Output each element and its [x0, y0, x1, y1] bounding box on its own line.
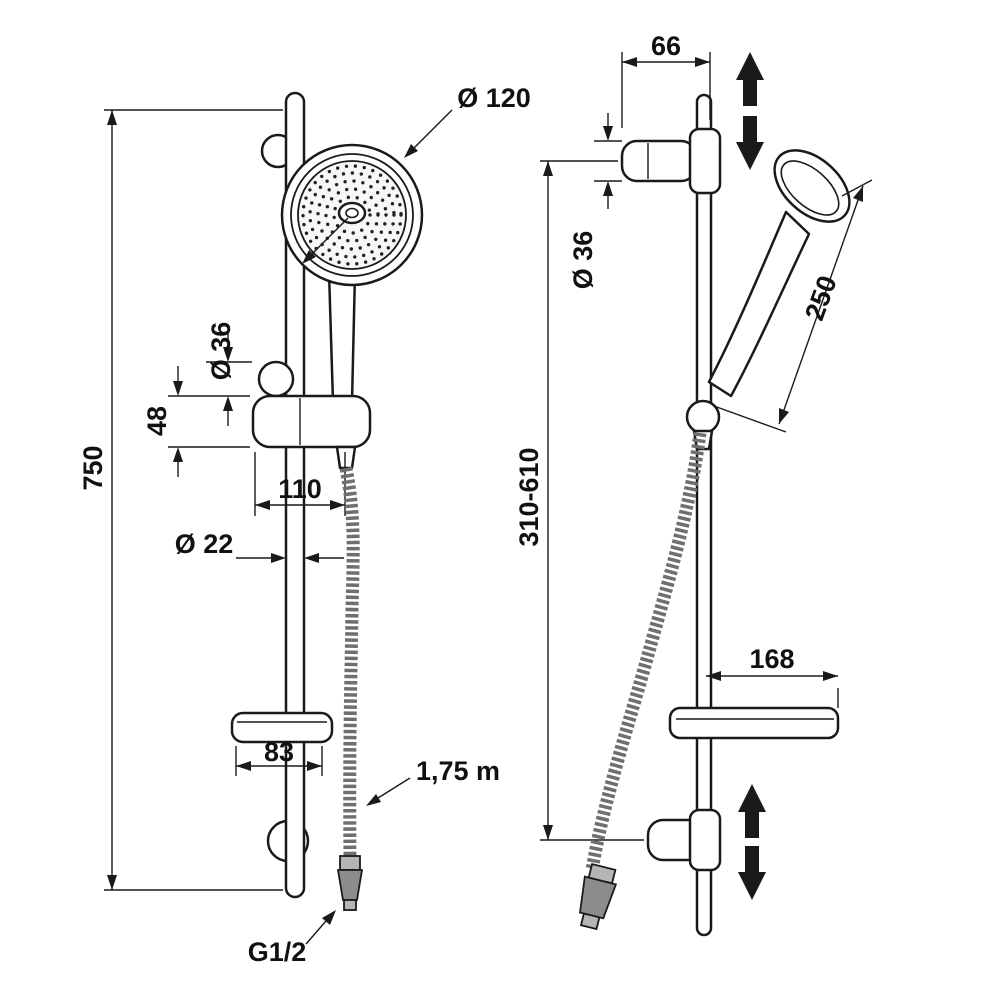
dim-arrow-icon	[173, 447, 183, 462]
dim-arrow-icon	[603, 181, 613, 196]
dim-dish-width-label: 83	[264, 737, 294, 767]
dim-arrow-icon	[304, 553, 319, 563]
dim-arrow-icon	[223, 347, 233, 362]
dim-arrow-icon	[223, 396, 233, 411]
adjust-down-arrow-top-icon	[736, 116, 764, 170]
soap-dish-side	[668, 706, 840, 740]
dim-arrow-icon	[823, 671, 838, 681]
hose-connector-front	[336, 855, 364, 911]
hose-connector-side	[579, 862, 618, 931]
bracket-rail-clamp	[688, 127, 722, 195]
handshower-handle-front	[327, 270, 357, 404]
dim-bracket-diameter-label: Ø 36	[568, 231, 598, 290]
dim-bracket-width: 66	[621, 31, 711, 128]
dim-holder-height: 48	[142, 366, 250, 477]
dim-rail-length: 750	[78, 109, 283, 891]
adjust-down-arrow-bottom-icon	[738, 846, 766, 900]
dim-holder-offset: 110	[254, 452, 346, 516]
dim-arrow-icon	[543, 161, 553, 176]
dim-head-diameter: Ø 120	[302, 83, 531, 264]
dim-bracket-diameter: Ø 36	[568, 113, 622, 289]
dim-arrow-icon	[307, 761, 322, 771]
adjust-up-arrow-top-icon	[736, 52, 764, 106]
dim-bracket-width-label: 66	[651, 31, 681, 61]
shower-head-side	[773, 149, 851, 223]
handshower-handle-side	[707, 210, 811, 398]
dim-rail-diameter-label: Ø 22	[175, 529, 234, 559]
handshower-side	[707, 149, 851, 398]
leader-arrow-icon	[302, 250, 316, 264]
side-view: 66 Ø 36 250 310-610	[514, 31, 873, 937]
dim-arrow-icon	[853, 186, 863, 202]
dim-arrow-icon	[236, 761, 251, 771]
dim-holder-diameter-label: Ø 36	[206, 322, 236, 381]
dim-head-diameter-label: Ø 120	[457, 83, 531, 113]
shower-hose-front	[339, 466, 360, 859]
dim-arrow-icon	[706, 671, 721, 681]
leader-arrow-icon	[322, 910, 336, 925]
handle-hose-connector-front	[335, 445, 357, 470]
connector-nut	[579, 875, 618, 920]
dim-dish-width: 83	[235, 737, 323, 776]
holder-knob-front	[257, 360, 295, 398]
dim-arrow-icon	[173, 381, 183, 396]
dim-arrow-icon	[330, 500, 345, 510]
leader-arrow-icon	[404, 144, 418, 158]
spray-center	[337, 201, 367, 225]
wall-bracket-bottom	[646, 808, 722, 872]
dim-dish-depth: 168	[706, 644, 839, 708]
dim-handshower-length-label: 250	[799, 272, 843, 325]
shower-hose-side	[585, 432, 707, 872]
slide-rail-front	[284, 91, 306, 899]
connector-nut	[336, 869, 364, 901]
front-view: Ø 120 Ø 36 48 110	[78, 83, 531, 967]
adjust-up-arrow-bottom-icon	[738, 784, 766, 838]
dim-arrow-icon	[255, 500, 270, 510]
dim-rail-length-label: 750	[78, 445, 108, 490]
dim-thread-label: G1/2	[248, 937, 307, 967]
dim-arrow-icon	[271, 553, 286, 563]
dim-adjust-range: 310-610	[514, 160, 644, 841]
dim-hose-length-label: 1,75 m	[416, 756, 500, 786]
dim-adjust-range-label: 310-610	[514, 447, 544, 546]
dim-holder-offset-label: 110	[278, 474, 322, 504]
leader-arrow-icon	[366, 794, 381, 806]
shower-head-front	[280, 143, 424, 287]
dim-arrow-icon	[603, 126, 613, 141]
spray-nozzles-ring	[301, 164, 403, 266]
dim-arrow-icon	[107, 110, 117, 125]
dim-arrow-icon	[107, 875, 117, 890]
shower-holder-front	[251, 394, 372, 449]
dim-holder-height-label: 48	[142, 406, 172, 436]
dim-arrow-icon	[695, 57, 710, 67]
dim-arrow-icon	[779, 408, 789, 424]
dim-rail-diameter: Ø 22	[175, 529, 344, 563]
dim-thread: G1/2	[248, 910, 336, 967]
dim-holder-diameter: Ø 36	[168, 322, 252, 426]
dim-arrow-icon	[543, 825, 553, 840]
soap-dish-front	[230, 711, 334, 744]
dim-hose-length: 1,75 m	[366, 756, 500, 806]
dim-dish-depth-label: 168	[749, 644, 794, 674]
wall-bracket-top	[620, 127, 722, 195]
dim-arrow-icon	[622, 57, 637, 67]
bracket-rail-clamp	[688, 808, 722, 872]
